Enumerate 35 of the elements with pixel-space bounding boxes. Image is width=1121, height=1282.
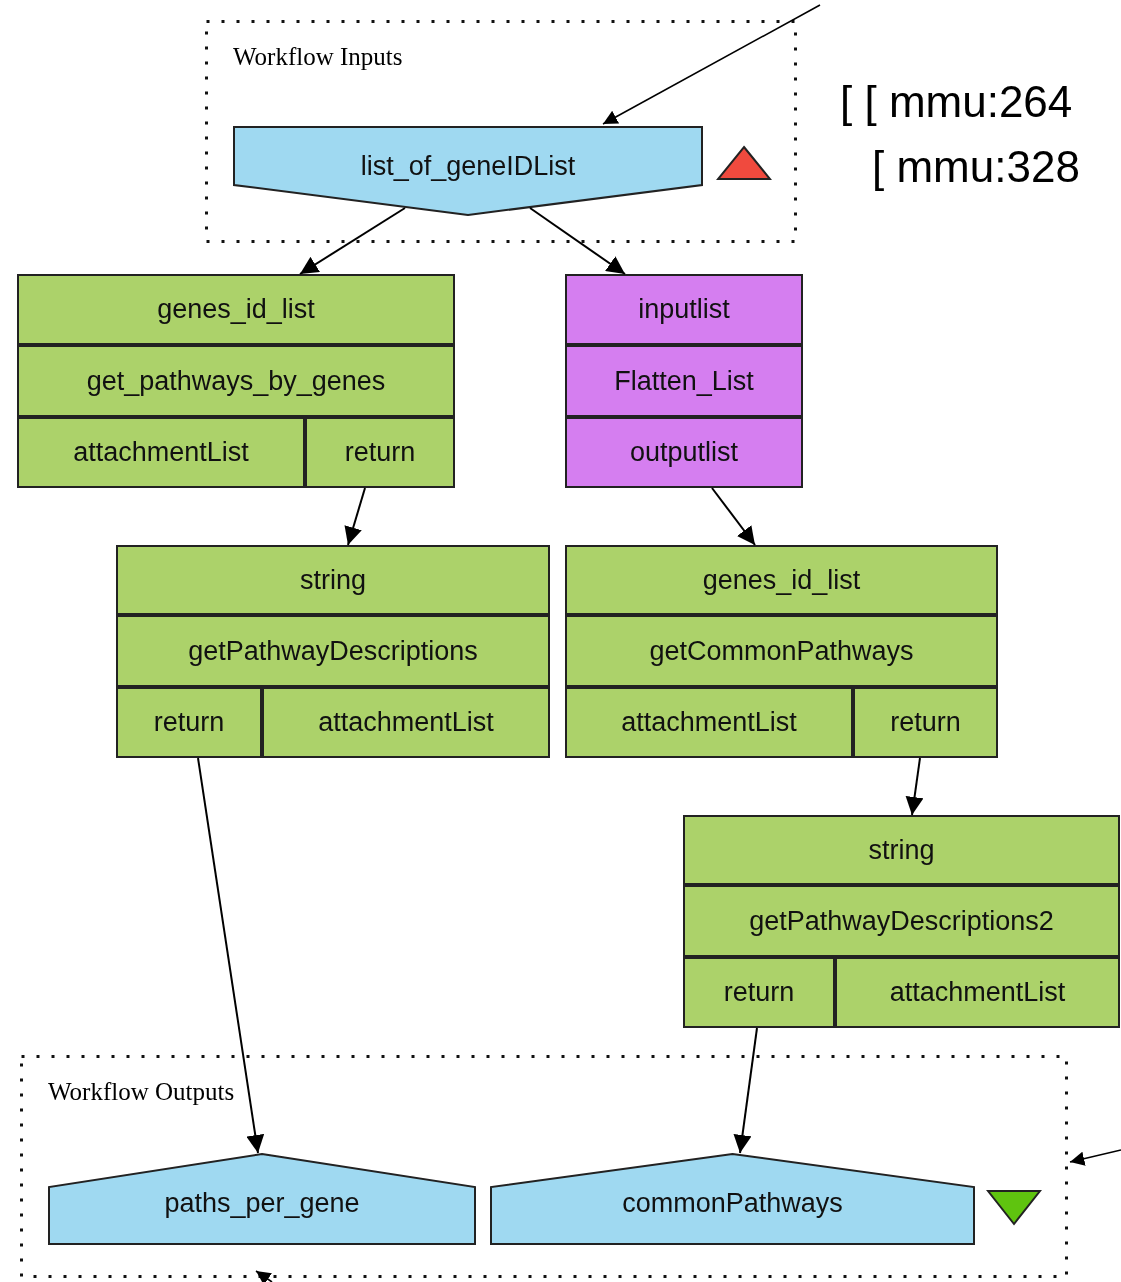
table-cell: return bbox=[305, 417, 455, 488]
table-cell: Flatten_List bbox=[565, 345, 803, 417]
table-cell: return bbox=[116, 687, 262, 758]
table-cell: getCommonPathways bbox=[565, 615, 998, 687]
dotted-frame bbox=[20, 1055, 1068, 1278]
annotation-text: [ [ mmu:264 bbox=[840, 80, 1073, 124]
table-cell: get_pathways_by_genes bbox=[17, 345, 455, 417]
arrow bbox=[197, 757, 265, 1154]
table-cell: attachmentList bbox=[262, 687, 550, 758]
node-label: paths_per_gene bbox=[164, 1187, 360, 1218]
arrow bbox=[344, 487, 366, 546]
arrow bbox=[255, 1270, 273, 1282]
table-cell: getPathwayDescriptions2 bbox=[683, 885, 1120, 957]
node-label: Workflow Outputs bbox=[48, 1078, 235, 1105]
port-shape bbox=[490, 1153, 975, 1245]
table-cell: attachmentList bbox=[17, 417, 305, 488]
arrow bbox=[905, 757, 924, 816]
arrow bbox=[299, 207, 406, 275]
arrow bbox=[602, 4, 821, 125]
arrow bbox=[1069, 1149, 1121, 1166]
port-shape bbox=[233, 126, 703, 216]
table-cell: return bbox=[683, 957, 835, 1028]
arrow bbox=[733, 1027, 758, 1154]
port-shape bbox=[48, 1153, 476, 1245]
node-label: Workflow Inputs bbox=[233, 43, 403, 70]
node-label: commonPathways bbox=[622, 1187, 843, 1218]
table-cell: getPathwayDescriptions bbox=[116, 615, 550, 687]
arrow bbox=[711, 487, 756, 546]
node-label: list_of_geneIDList bbox=[360, 151, 576, 181]
table-cell: attachmentList bbox=[565, 687, 853, 758]
annotation-text: [ mmu:328 bbox=[872, 145, 1080, 189]
arrow bbox=[529, 207, 626, 275]
dotted-frame bbox=[205, 20, 797, 243]
table-cell: return bbox=[853, 687, 998, 758]
table-cell: attachmentList bbox=[835, 957, 1120, 1028]
